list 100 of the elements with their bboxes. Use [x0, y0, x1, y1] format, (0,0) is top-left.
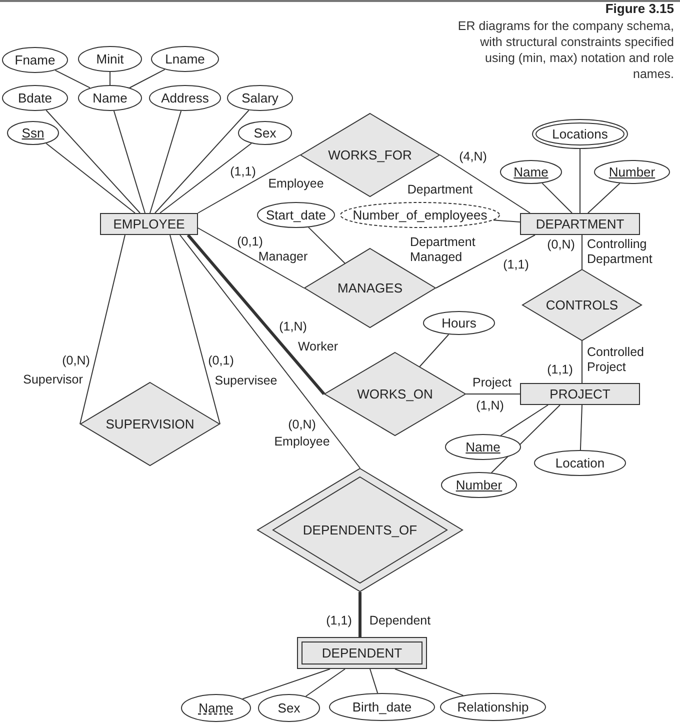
attribute-ellipse: [423, 311, 495, 335]
connector-line: [198, 154, 300, 214]
attribute-ellipse: [2, 47, 68, 73]
cardinality-label: (0,1): [208, 354, 234, 368]
attribute-name: Birth_date: [351, 700, 413, 714]
connector-line: [492, 220, 520, 222]
cardinality-label: (4,N): [459, 150, 487, 164]
attribute-name: Sex: [276, 700, 302, 716]
attribute-name: Name: [464, 440, 502, 454]
attribute-ellipse: [258, 694, 320, 722]
relationship-name: SUPERVISION: [104, 416, 196, 432]
connector-line: [46, 142, 136, 214]
attribute-ellipse: [2, 85, 68, 111]
attribute-name: Lname: [164, 52, 206, 66]
key-attribute-ellipse: [500, 160, 562, 184]
cardinality-label: (1,1): [230, 164, 256, 180]
attribute-ellipse: [149, 85, 221, 111]
role-name-label: Department: [407, 182, 473, 198]
relationship-name: WORKS_FOR: [327, 148, 413, 162]
role-name-label: Supervisor: [23, 372, 83, 388]
role-name-label: Controlled Project: [587, 345, 645, 375]
connector-line: [150, 110, 182, 214]
key-attribute-ellipse: [594, 160, 670, 184]
attribute-ellipse: [329, 693, 435, 721]
connector-line: [170, 234, 220, 424]
connector-line: [80, 234, 126, 424]
connector-line: [394, 668, 464, 696]
attribute-ellipse: [238, 121, 292, 145]
attribute-name: Sex: [252, 126, 278, 140]
attribute-ellipse: [257, 202, 335, 228]
relationship-name: DEPENDENTS_OF: [302, 522, 418, 538]
connector-line: [436, 234, 536, 288]
entity-name: PROJECT: [548, 386, 612, 402]
cardinality-label: (1,1): [503, 258, 529, 272]
connector-line: [440, 154, 530, 214]
entity-name: EMPLOYEE: [112, 216, 186, 232]
attribute-name: Location: [554, 456, 606, 470]
connector-line: [419, 334, 450, 368]
role-name-label: Worker: [298, 340, 338, 354]
role-name-label: Controlling Department: [587, 237, 654, 267]
double-connector-line: [186, 234, 326, 395]
connector-line: [160, 142, 252, 214]
connector-line: [113, 110, 146, 214]
connector-line: [180, 234, 360, 468]
attribute-ellipse: [227, 85, 293, 111]
attribute-name: Number_of_employees: [352, 208, 488, 222]
relationship-diamond: [324, 352, 466, 436]
attribute-ellipse: [534, 450, 626, 476]
attribute-name: Relationship: [456, 700, 530, 714]
connector-line: [54, 70, 90, 88]
role-name-label: Employee: [274, 434, 330, 450]
attribute-name: Start_date: [265, 208, 327, 222]
attribute-name: Ssn: [20, 126, 46, 140]
relationship-name: WORKS_ON: [356, 386, 434, 402]
cardinality-label: (1,N): [279, 320, 307, 334]
connector-line: [542, 182, 572, 214]
role-name-label: Employee: [268, 176, 324, 192]
role-name-label: Project: [472, 376, 512, 390]
key-attribute-ellipse: [7, 121, 59, 145]
connector-line: [370, 668, 378, 694]
cardinality-label: (1,N): [476, 398, 504, 414]
entity-name: DEPARTMENT: [534, 216, 626, 232]
key-attribute-ellipse: [441, 472, 517, 498]
attribute-name: Name: [92, 90, 128, 106]
attribute-name: Name: [198, 700, 234, 716]
cardinality-label: (0,N): [288, 418, 316, 432]
entity-box: [100, 213, 198, 235]
connector-line: [198, 228, 304, 288]
connector-line: [308, 226, 346, 264]
attribute-name: Hours: [440, 316, 478, 330]
role-name-label: Supervisee: [214, 374, 278, 388]
key-attribute-ellipse: [445, 434, 521, 460]
connector-line: [580, 404, 582, 450]
entity-box: [520, 383, 640, 405]
attribute-name: Name: [512, 164, 550, 180]
weak-entity-box: [297, 637, 427, 669]
attribute-name: Salary: [240, 90, 280, 106]
role-name-label: Department Managed: [410, 235, 476, 265]
partial-key-ellipse: [181, 694, 251, 722]
role-name-label: Dependent: [369, 614, 431, 628]
attribute-name: Address: [160, 90, 210, 106]
relationship-name: CONTROLS: [544, 298, 620, 312]
entity-name: DEPENDENT: [320, 646, 404, 660]
connector-line: [500, 404, 548, 436]
attribute-name: Minit: [95, 52, 125, 66]
figure-number: Figure 3.15: [605, 1, 674, 16]
attribute-ellipse: [151, 46, 219, 72]
derived-attribute-ellipse: [340, 202, 500, 228]
attribute-name: Locations: [551, 126, 609, 142]
attribute-ellipse: [78, 85, 142, 111]
connector-line: [588, 182, 620, 214]
relationship-name: MANAGES: [336, 280, 404, 296]
attribute-name: Number: [608, 164, 656, 180]
cardinality-label: (0,N): [547, 238, 575, 252]
entity-box: [520, 213, 640, 235]
cardinality-label: (1,1): [547, 362, 573, 378]
figure-caption: ER diagrams for the company schema, with structural constraints specified using (min, max) notation and role names.: [456, 18, 674, 82]
attribute-name: Bdate: [17, 90, 53, 106]
multivalued-attribute-ellipse: [532, 119, 628, 149]
role-name-label: Manager: [258, 250, 308, 264]
